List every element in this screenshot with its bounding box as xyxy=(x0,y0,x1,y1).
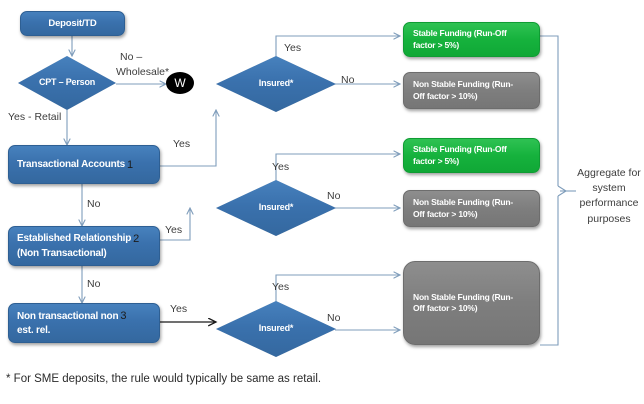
node-non-stable-funding-1-label-1: Non Stable Funding (Run- xyxy=(413,79,514,90)
edge-label-no-transactional: No xyxy=(87,198,101,210)
node-established-relationship[interactable]: Established Relationship 2 (Non Transact… xyxy=(8,226,160,266)
aggregate-note-line1: Aggregate for xyxy=(577,167,641,179)
node-wholesale-marker[interactable]: W xyxy=(166,72,194,94)
node-established-relationship-number: 2 xyxy=(133,232,140,245)
edge-label-no-established: No xyxy=(87,278,101,290)
node-non-stable-funding-3-label-2: Off factor > 10%) xyxy=(413,303,478,313)
node-non-transactional-number: 3 xyxy=(120,309,127,322)
edge-label-yes-insured-2: Yes xyxy=(272,161,290,173)
node-non-transactional-label-2: est. rel. xyxy=(17,324,51,336)
node-insured-3[interactable]: Insured* xyxy=(216,301,336,357)
edge-label-yes-established: Yes xyxy=(165,224,183,236)
node-non-transactional-non-est-rel[interactable]: Non transactional non 3 est. rel. xyxy=(8,303,160,343)
node-cpt-person[interactable]: CPT – Person xyxy=(18,56,116,110)
node-stable-funding-2[interactable]: Stable Funding (Run-Off factor > 5%) xyxy=(403,138,540,173)
node-non-stable-funding-2[interactable]: Non Stable Funding (Run- Off factor > 10… xyxy=(403,190,540,227)
edge-label-yes-insured-3: Yes xyxy=(272,281,290,293)
edge-label-yes-transactional: Yes xyxy=(173,138,191,150)
edge-label-no-insured-3: No xyxy=(327,312,341,324)
node-non-transactional-label-1: Non transactional non xyxy=(17,310,119,322)
aggregate-note-line2: system xyxy=(592,182,626,195)
edge-label-no-insured-1: No xyxy=(341,74,355,86)
node-insured-1[interactable]: Insured* xyxy=(216,56,336,112)
node-non-stable-funding-3-label-1: Non Stable Funding (Run- xyxy=(413,291,514,302)
node-stable-funding-2-label-2: factor > 5%) xyxy=(413,155,460,166)
node-insured-2-label: Insured* xyxy=(258,202,294,213)
node-deposit-td-label: Deposit/TD xyxy=(48,18,97,29)
node-non-stable-funding-1[interactable]: Non Stable Funding (Run- Off factor > 10… xyxy=(403,72,540,109)
node-transactional-accounts-number: 1 xyxy=(127,158,133,171)
node-non-stable-funding-1-label-2: Off factor > 10%) xyxy=(413,90,478,101)
node-transactional-accounts-label: Transactional Accounts xyxy=(17,159,126,170)
node-insured-1-label: Insured* xyxy=(258,78,294,89)
edge-label-no-wholesale-line1: No – xyxy=(120,51,143,63)
node-cpt-person-label: CPT – Person xyxy=(38,77,96,88)
node-insured-3-label: Insured* xyxy=(258,323,294,334)
node-established-relationship-label-2: (Non Transactional) xyxy=(17,247,107,259)
edge-label-yes-non-transactional: Yes xyxy=(170,303,188,315)
node-insured-2[interactable]: Insured* xyxy=(216,180,336,236)
node-stable-funding-1-label-2: factor > 5%) xyxy=(413,39,460,50)
aggregate-note-line3: performance xyxy=(579,197,639,210)
node-deposit-td[interactable]: Deposit/TD xyxy=(20,11,125,36)
edge-label-yes-insured-1: Yes xyxy=(284,42,302,54)
node-non-stable-funding-3[interactable]: Non Stable Funding (Run- Off factor > 10… xyxy=(403,261,540,345)
node-non-stable-funding-2-label-2: Off factor > 10%) xyxy=(413,208,478,219)
node-stable-funding-2-label-1: Stable Funding (Run-Off xyxy=(413,144,507,155)
footnote: * For SME deposits, the rule would typic… xyxy=(6,373,322,385)
node-wholesale-marker-label: W xyxy=(174,76,186,90)
aggregate-note-line4: purposes xyxy=(587,212,631,225)
node-transactional-accounts[interactable]: Transactional Accounts 1 xyxy=(8,145,160,184)
node-stable-funding-1[interactable]: Stable Funding (Run-Off factor > 5%) xyxy=(403,22,540,57)
node-non-stable-funding-2-label-1: Non Stable Funding (Run- xyxy=(413,197,514,208)
edge-label-no-wholesale-line2: Wholesale* xyxy=(116,66,170,78)
edge-label-yes-retail: Yes - Retail xyxy=(8,111,62,123)
node-stable-funding-1-label-1: Stable Funding (Run-Off xyxy=(413,28,507,39)
aggregate-note: Aggregate for system performance purpose… xyxy=(576,166,642,227)
edge-label-no-insured-2: No xyxy=(327,190,341,202)
node-established-relationship-label-1: Established Relationship xyxy=(17,232,132,244)
